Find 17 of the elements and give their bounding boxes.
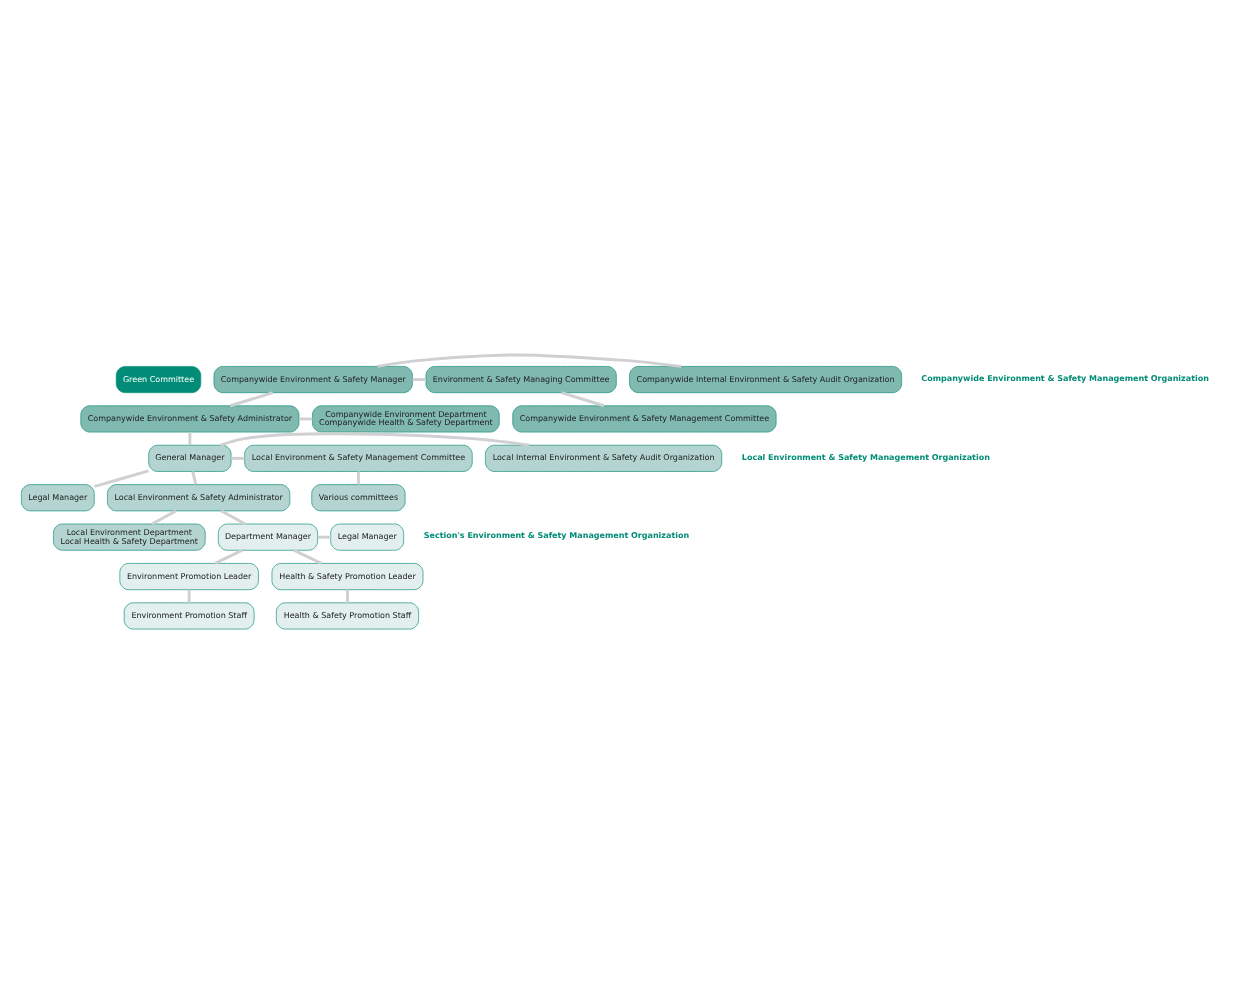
connector: [561, 391, 605, 408]
connector: [94, 469, 149, 488]
connector: [412, 378, 426, 381]
connector: [377, 353, 682, 368]
connector: [299, 417, 313, 421]
connector: [187, 589, 191, 603]
connector: [356, 471, 360, 485]
connector: [220, 509, 246, 526]
connector: [188, 432, 192, 446]
connector: [229, 391, 274, 408]
connector: [346, 589, 349, 603]
connector: [293, 549, 322, 565]
connector: [231, 456, 245, 460]
connector: [214, 549, 243, 565]
connector: [151, 509, 177, 526]
connector: [317, 535, 331, 539]
connector: [191, 471, 198, 485]
